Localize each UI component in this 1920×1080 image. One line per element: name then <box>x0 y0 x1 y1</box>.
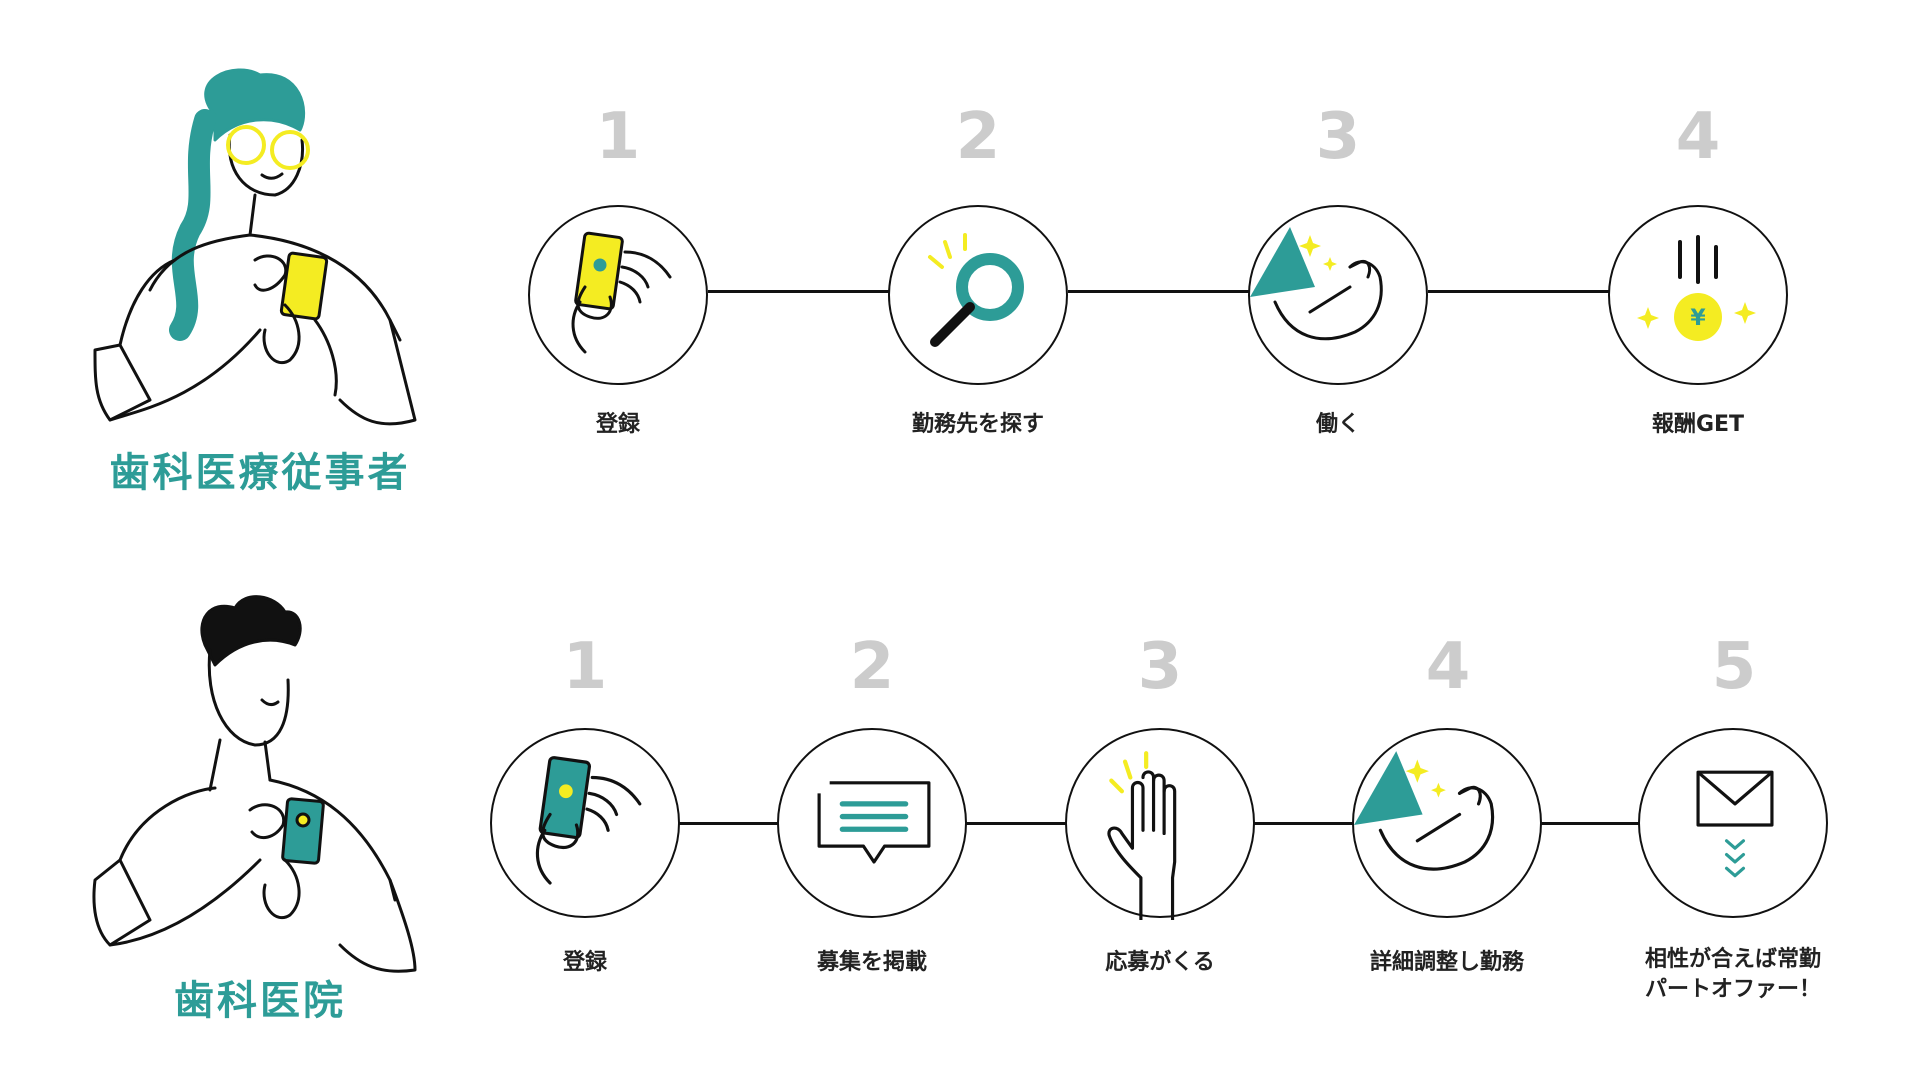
top-step-3-circle <box>1248 205 1428 385</box>
bottom-step-3-number: 3 <box>1137 630 1183 704</box>
top-step-4-circle: ¥ <box>1608 205 1788 385</box>
bottom-step-3-label: 応募がくる <box>1105 950 1215 975</box>
bottom-step-3-circle <box>1065 728 1255 920</box>
bottom-step-5-label: 相性が合えば常勤 パートオファー！ <box>1603 945 1863 1005</box>
phone-hand-icon <box>535 756 642 885</box>
top-step-3-label: 働く <box>1315 412 1360 437</box>
bottom-step-4-circle <box>1352 728 1542 918</box>
top-step-3-number: 3 <box>1315 100 1361 174</box>
top-step-1-circle <box>528 205 708 385</box>
bottom-step-4-label: 詳細調整し勤務 <box>1369 950 1524 975</box>
top-step-1-label: 登録 <box>595 412 640 437</box>
bottom-step-5-label-line1: 相性が合えば常勤 <box>1644 947 1821 972</box>
top-connector-1 <box>708 290 908 293</box>
flexed-arm-icon <box>1250 227 1383 341</box>
bottom-step-1-circle <box>490 728 680 918</box>
yen-coin-icon: ¥ <box>1637 235 1756 341</box>
phone-hand-icon <box>571 231 672 354</box>
bottom-step-1-label: 登録 <box>562 950 607 975</box>
message-board-icon <box>817 781 931 864</box>
top-step-2-circle <box>888 205 1068 385</box>
bottom-connector-2 <box>965 822 1067 825</box>
bottom-connector-1 <box>678 822 778 825</box>
raised-hand-icon <box>1107 751 1177 920</box>
top-step-4-number: 4 <box>1675 100 1721 174</box>
bottom-step-1-number: 1 <box>562 630 608 704</box>
bottom-step-5-number: 5 <box>1711 630 1757 704</box>
envelope-icon <box>1696 770 1774 878</box>
top-step-2-label: 勤務先を探す <box>911 412 1044 437</box>
clinic-title: 歯科医院 <box>174 978 346 1024</box>
flexed-arm-icon <box>1354 751 1495 871</box>
top-connector-3 <box>1428 290 1628 293</box>
bottom-step-2-label: 募集を掲載 <box>816 950 927 975</box>
top-connector-2 <box>1068 290 1268 293</box>
svg-text:¥: ¥ <box>1690 306 1706 331</box>
top-step-2-number: 2 <box>955 100 1001 174</box>
top-step-4-label: 報酬GET <box>1651 412 1745 437</box>
bottom-step-2-circle <box>777 728 967 918</box>
bottom-connector-3 <box>1253 822 1355 825</box>
bottom-connector-4 <box>1540 822 1640 825</box>
bottom-step-5-circle <box>1638 728 1828 918</box>
top-step-1-number: 1 <box>595 100 641 174</box>
bottom-step-4-number: 4 <box>1425 630 1471 704</box>
magnifier-icon <box>928 233 1024 347</box>
bottom-step-5-label-line2: パートオファー！ <box>1644 977 1821 1002</box>
worker-title: 歯科医療従事者 <box>109 450 411 496</box>
bottom-step-2-number: 2 <box>849 630 895 704</box>
